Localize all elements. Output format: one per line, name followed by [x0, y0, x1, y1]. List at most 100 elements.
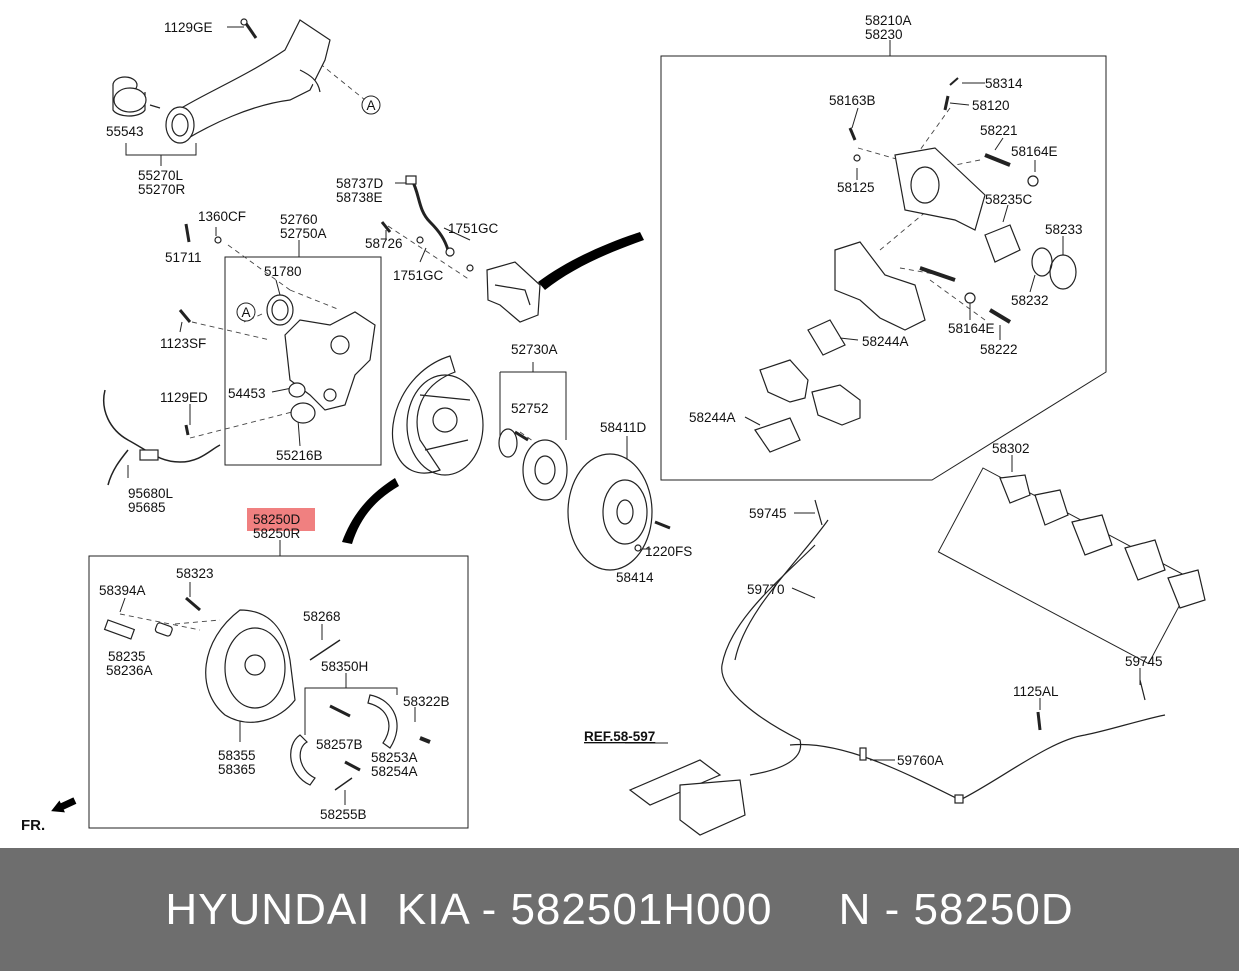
label-58365: 58365 [218, 762, 256, 777]
label-ref-58-597[interactable]: REF.58-597 [584, 729, 655, 744]
knuckle-51710[interactable] [266, 294, 376, 424]
part-labels: 1129GE 55543 55270L 55270R 58737D 58738E… [21, 13, 1163, 834]
part-drawings [103, 18, 1206, 836]
label-58314: 58314 [985, 76, 1023, 91]
caliper-group-box [660, 55, 1107, 481]
label-55216B: 55216B [276, 448, 323, 463]
label-55270R: 55270R [138, 182, 186, 197]
hub-bearing-52730A[interactable] [498, 428, 568, 501]
label-58233: 58233 [1045, 222, 1083, 237]
small-bolts[interactable] [178, 221, 474, 436]
label-1751GC-b: 1751GC [393, 268, 444, 283]
marker-A-knuckle [236, 302, 256, 322]
label-58120: 58120 [972, 98, 1010, 113]
label-58355: 58355 [218, 748, 256, 763]
label-59745-b: 59745 [1125, 654, 1163, 669]
backing-plate-callout-arrow [342, 478, 399, 544]
label-95680L: 95680L [128, 486, 174, 501]
abs-sensor-95680L[interactable] [103, 389, 221, 486]
label-58232: 58232 [1011, 293, 1049, 308]
label-58244A-b: 58244A [689, 410, 736, 425]
label-58244A-a: 58244A [862, 334, 909, 349]
caliper-bracket-58230[interactable] [834, 241, 926, 331]
label-58235C: 58235C [985, 192, 1033, 207]
parking-brake-group-box [88, 555, 469, 829]
caliper-body-58210A[interactable] [894, 147, 986, 231]
label-58254A: 58254A [371, 764, 418, 779]
parts-diagram: A A 1129GE 55543 55270L 55270R 58737D 58… [21, 13, 1206, 836]
label-52750A: 52750A [280, 226, 327, 241]
small-parking-parts[interactable] [103, 596, 431, 791]
backing-plate-upper[interactable] [391, 355, 484, 476]
bushing-55543[interactable] [112, 76, 161, 117]
part-number-caption: HYUNDAI KIA - 582501H000 N - 58250D [165, 885, 1074, 934]
marker-A-knuckle-label: A [241, 305, 250, 320]
label-58210A: 58210A [865, 13, 912, 28]
label-59745-a: 59745 [749, 506, 787, 521]
label-55270L: 55270L [138, 168, 184, 183]
caliper-callout-arrow [538, 232, 644, 290]
label-58302: 58302 [992, 441, 1030, 456]
label-1125AL: 1125AL [1013, 684, 1059, 699]
label-58255B: 58255B [320, 807, 367, 822]
pad-clips-58244A[interactable] [754, 319, 846, 453]
label-58394A: 58394A [99, 583, 146, 598]
caliper-bolts[interactable] [848, 77, 1039, 324]
label-59760A: 59760A [897, 753, 944, 768]
piston-58235C[interactable] [984, 224, 1077, 290]
label-58250D[interactable]: 58250D [253, 512, 301, 527]
label-58726: 58726 [365, 236, 403, 251]
backing-plate-58355[interactable] [205, 609, 296, 723]
brake-disc-58411D[interactable] [567, 453, 671, 571]
label-58414: 58414 [616, 570, 654, 585]
label-1129GE: 1129GE [164, 20, 213, 35]
caliper-assembled[interactable] [486, 261, 541, 323]
footer-bar [0, 848, 1239, 971]
label-54453: 54453 [228, 386, 266, 401]
label-58350H: 58350H [321, 659, 368, 674]
reference-markers: A A [236, 95, 381, 322]
knuckle-group-box [224, 256, 382, 466]
pads-in-caliper[interactable] [759, 359, 861, 426]
label-52730A: 52730A [511, 342, 558, 357]
label-1220FS: 1220FS [645, 544, 692, 559]
label-51780: 51780 [264, 264, 302, 279]
label-58125: 58125 [837, 180, 875, 195]
label-58222: 58222 [980, 342, 1018, 357]
label-95685: 95685 [128, 500, 166, 515]
pad-kit-58302[interactable] [999, 474, 1206, 609]
front-direction-arrow[interactable] [49, 795, 78, 818]
label-58221: 58221 [980, 123, 1018, 138]
callout-arrows [49, 232, 644, 818]
marker-A-top-label: A [366, 98, 375, 113]
label-59770: 59770 [747, 582, 785, 597]
label-1123SF: 1123SF [160, 336, 206, 351]
brake-hose-58737D[interactable] [405, 175, 455, 257]
label-58268: 58268 [303, 609, 341, 624]
label-1129ED: 1129ED [160, 390, 208, 405]
label-52760: 52760 [280, 212, 318, 227]
label-58163B: 58163B [829, 93, 876, 108]
label-55543: 55543 [106, 124, 144, 139]
label-58322B: 58322B [403, 694, 450, 709]
label-52752: 52752 [511, 401, 549, 416]
trailing-arm[interactable] [165, 19, 331, 144]
highlight-58250D [247, 508, 315, 531]
parking-cables[interactable] [721, 499, 1166, 804]
label-58250R: 58250R [253, 526, 301, 541]
label-58230: 58230 [865, 27, 903, 42]
label-51711: 51711 [165, 250, 202, 265]
leader-lines [119, 26, 1141, 805]
label-58235: 58235 [108, 649, 146, 664]
label-front-direction: FR. [21, 817, 45, 834]
label-1360CF: 1360CF [198, 209, 246, 224]
label-58738E: 58738E [336, 190, 383, 205]
label-1751GC-a: 1751GC [448, 221, 499, 236]
bolt-1129GE[interactable] [240, 18, 258, 39]
label-58164E-a: 58164E [1011, 144, 1058, 159]
label-58236A: 58236A [106, 663, 153, 678]
label-58323: 58323 [176, 566, 214, 581]
label-58257B: 58257B [316, 737, 363, 752]
shoe-58350H[interactable] [290, 694, 398, 786]
parking-lever[interactable] [628, 759, 746, 836]
